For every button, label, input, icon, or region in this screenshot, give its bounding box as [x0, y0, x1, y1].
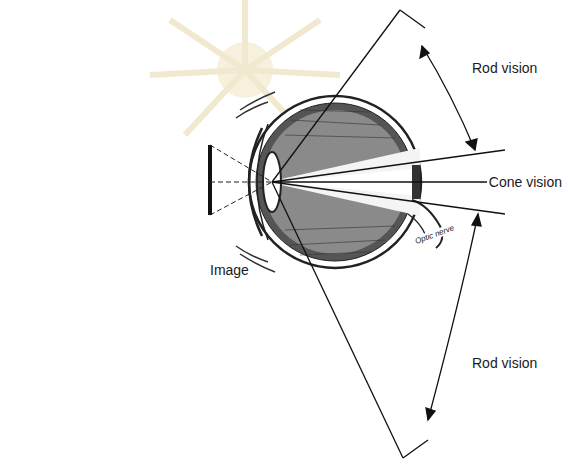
- part-label: Cone vision: [487, 174, 564, 190]
- part-label: Rod vision: [470, 60, 539, 76]
- part-label: Image: [208, 262, 251, 278]
- image-rays: [210, 145, 272, 215]
- part-label: Rod vision: [470, 355, 539, 371]
- part-label: Optic nerve: [412, 223, 457, 247]
- vision-field-lines: [272, 10, 505, 458]
